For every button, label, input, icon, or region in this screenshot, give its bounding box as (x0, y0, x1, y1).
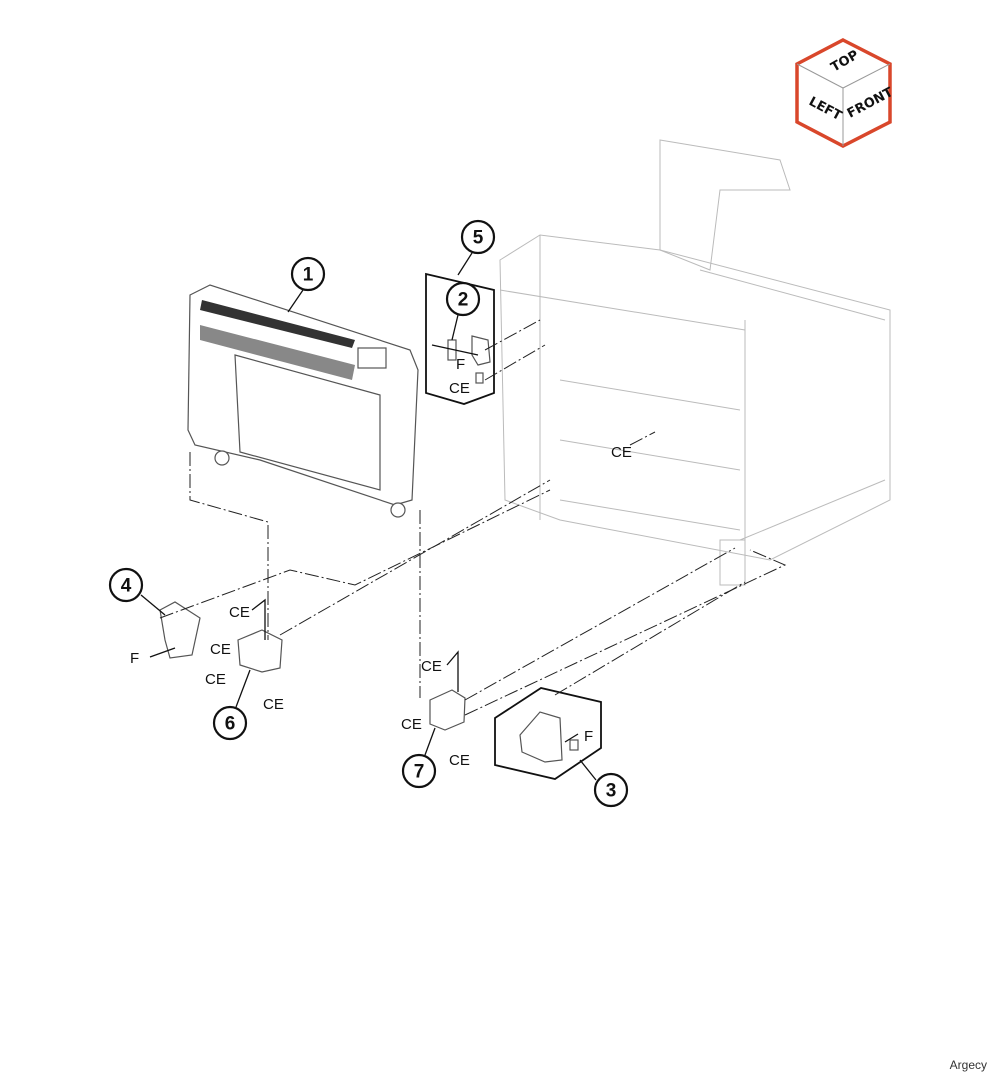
fastener-label-f: F (456, 356, 465, 373)
bracket-part-3 (519, 711, 579, 763)
orientation-cube: TOP LEFT FRONT (795, 38, 896, 148)
left-cover-part (187, 284, 419, 518)
printer-frame (499, 139, 891, 586)
callout-number: 3 (606, 781, 617, 802)
fastener-label-ce: CE (401, 716, 422, 733)
callout-number: 7 (414, 762, 425, 783)
callout-number: 1 (303, 265, 314, 286)
watermark: Argecy (949, 1058, 987, 1072)
fastener-label-f: F (130, 650, 139, 667)
callout-2: 2 (445, 281, 481, 317)
callout-6: 6 (212, 705, 248, 741)
assembly-lines (159, 319, 787, 716)
callout-1: 1 (290, 256, 326, 292)
fastener-label-ce: CE (449, 752, 470, 769)
bracket-part-4 (159, 601, 201, 659)
hinge-part-2 (431, 335, 491, 384)
callout-4: 4 (108, 567, 144, 603)
fastener-label-ce: CE (263, 696, 284, 713)
callout-7: 7 (401, 753, 437, 789)
fastener-label-ce: CE (421, 658, 442, 675)
fastener-label-ce: CE (210, 641, 231, 658)
bracket-part-6 (237, 629, 283, 673)
fastener-label-ce: CE (229, 604, 250, 621)
fastener-label-ce: CE (449, 380, 470, 397)
callout-number: 5 (473, 228, 484, 249)
callout-3: 3 (593, 772, 629, 808)
bracket-part-7 (429, 689, 466, 731)
fastener-label-f: F (584, 728, 593, 745)
fastener-label-ce: CE (205, 671, 226, 688)
callout-number: 4 (121, 576, 132, 597)
callout-number: 2 (458, 290, 469, 311)
leader-lines (140, 252, 597, 781)
callout-5: 5 (460, 219, 496, 255)
callout-number: 6 (225, 714, 236, 735)
fastener-label-ce: CE (611, 444, 632, 461)
